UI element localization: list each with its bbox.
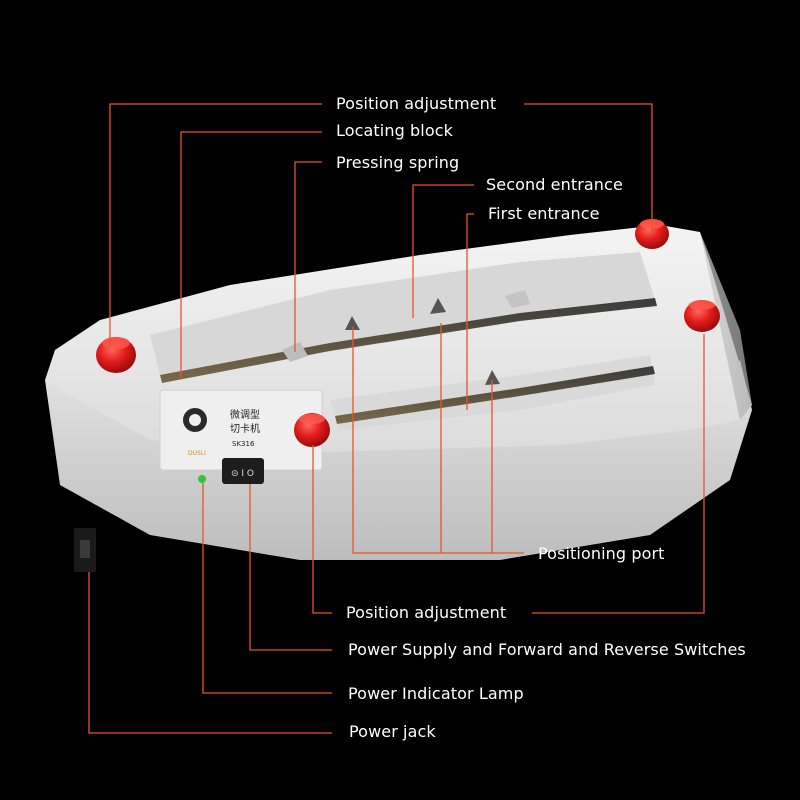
- callout-locating-block: Locating block: [336, 121, 453, 140]
- knob-right[interactable]: [684, 300, 720, 332]
- callout-positioning-port: Positioning port: [538, 544, 665, 563]
- leader-position-adjustment-top-right: [524, 103, 653, 232]
- leader-lines: [88, 103, 705, 734]
- callout-position-adjustment-bottom: Position adjustment: [346, 603, 507, 622]
- leader-locating-block: [180, 131, 322, 378]
- callout-second-entrance: Second entrance: [486, 175, 623, 194]
- leader-first-entrance: [466, 213, 474, 410]
- brand-text: DUSLI: [188, 450, 206, 457]
- adjustment-knobs: [96, 219, 720, 447]
- knob-front[interactable]: [294, 413, 330, 447]
- leader-power-switches: [249, 484, 332, 651]
- knob-left[interactable]: [96, 337, 136, 373]
- leader-position-adjustment-bottom: [312, 445, 332, 614]
- leader-position-adjustment-top: [109, 103, 322, 348]
- leader-pressing-spring: [294, 161, 322, 352]
- card-cutter-device: DUSLI 微调型 切卡机 SK316 ⊝ I O: [45, 225, 752, 572]
- power-switch[interactable]: [222, 458, 264, 484]
- callout-power-switches: Power Supply and Forward and Reverse Swi…: [348, 640, 746, 659]
- switch-symbols: ⊝ I O: [231, 469, 254, 479]
- model-text: SK316: [232, 440, 255, 448]
- callout-power-jack: Power jack: [349, 722, 436, 741]
- callout-position-adjustment-top: Position adjustment: [336, 94, 497, 113]
- leader-power-jack: [88, 572, 332, 734]
- leader-power-indicator-lamp: [202, 483, 332, 694]
- callout-pressing-spring: Pressing spring: [336, 153, 460, 172]
- callout-first-entrance: First entrance: [488, 204, 600, 223]
- leader-second-entrance: [412, 184, 474, 318]
- panel-title-line1: 微调型: [230, 408, 260, 421]
- panel-title-line2: 切卡机: [230, 422, 260, 435]
- power-indicator-led: [198, 475, 206, 483]
- leader-positioning-port: [352, 327, 524, 554]
- callout-power-indicator-lamp: Power Indicator Lamp: [348, 684, 524, 703]
- leader-position-adjustment-right: [532, 334, 705, 614]
